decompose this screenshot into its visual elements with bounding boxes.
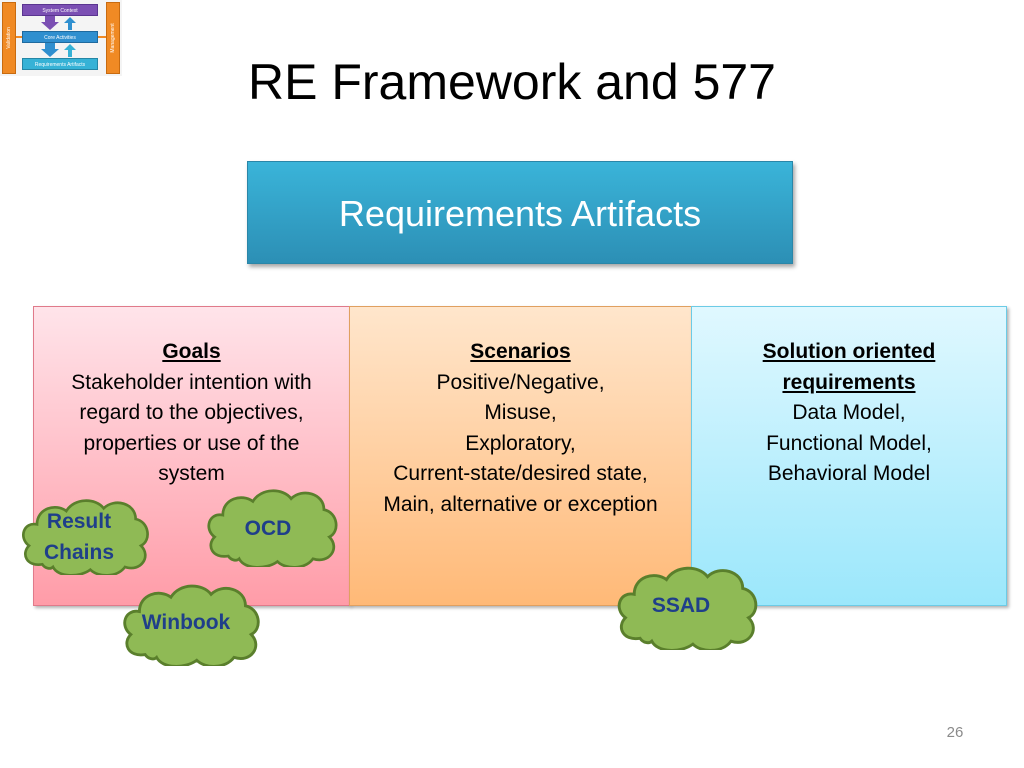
thumbnail-management-bar: Management [106,2,120,74]
scenarios-line: Current-state/desired state, [393,462,648,485]
solution-requirements-panel: Solution oriented requirements Data Mode… [691,306,1007,606]
framework-thumbnail: Validation Management System Context Cor… [0,0,122,76]
winbook-cloud: Winbook [122,584,261,666]
slide-title: RE Framework and 577 [247,54,776,110]
scenarios-heading: Scenarios [470,340,571,363]
ssad-label: SSAD [652,594,710,617]
thumbnail-arrow-up-icon [64,17,76,30]
thumbnail-system-context-box: System Context [22,4,98,16]
thumbnail-arrow-down-icon [41,16,59,30]
requirements-artifacts-header: Requirements Artifacts [247,161,793,264]
page-number: 26 [946,724,964,741]
thumbnail-requirements-artifacts-box: Requirements Artifacts [22,58,98,70]
thumbnail-arrow-up-icon [64,44,76,57]
ocd-cloud: OCD [207,489,338,567]
result-chains-label-line: Chains [44,541,114,564]
thumbnail-arrow-down-icon [41,43,59,57]
ssad-cloud: SSAD [617,566,758,650]
goals-line: system [158,462,225,485]
solution-line: Data Model, [792,401,906,424]
solution-heading: requirements [782,370,916,394]
thumbnail-arrows [16,16,106,57]
ocd-label: OCD [245,517,292,540]
result-chains-label-line: Result [47,510,111,533]
scenarios-line: Misuse, [484,401,557,424]
solution-heading: Solution oriented [762,340,936,363]
solution-line: Functional Model, [766,431,932,455]
thumbnail-core-activities-box: Core Activities [22,31,98,43]
goals-line: regard to the objectives, [79,401,304,424]
goals-line: properties or use of the [83,431,300,455]
thumbnail-validation-bar: Validation [2,2,16,74]
winbook-label: Winbook [142,611,231,634]
scenarios-line: Exploratory, [465,431,576,455]
scenarios-panel: Scenarios Positive/Negative, Misuse, Exp… [349,306,692,606]
scenarios-line: Positive/Negative, [436,370,605,394]
result-chains-cloud: Result Chains [21,498,150,575]
goals-heading: Goals [162,340,221,363]
scenarios-line: Main, alternative or exception [383,492,658,516]
goals-line: Stakeholder intention with [71,370,312,394]
solution-line: Behavioral Model [767,462,931,485]
